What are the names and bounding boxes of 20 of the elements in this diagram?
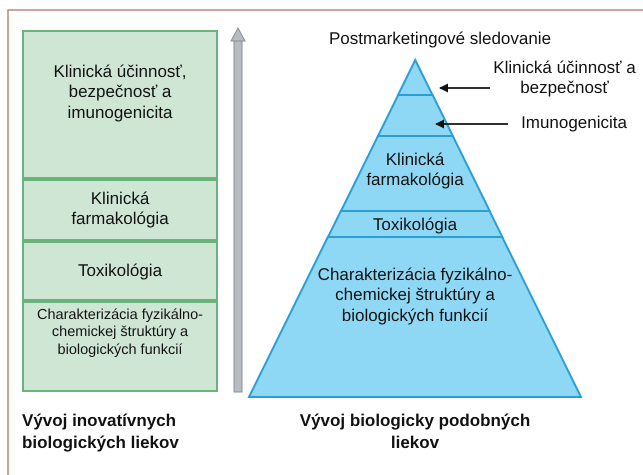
arrow [435,120,508,128]
pyramid-layer [398,60,432,95]
arrow [439,84,490,92]
callout-label: Imunogenicita [510,113,638,135]
stage-label: Toxikológia [76,261,164,282]
stage-label: Klinická farmakológia [365,150,465,191]
stage-box [22,241,218,301]
stage-label: Klinická účinnosť, bezpečnosť a imunogenicita [52,62,188,124]
stage-label: Klinická farmakológia [70,189,170,230]
stage-label: Charakterizácia fyzikálno-chemickej štruktúry a biologických funkcií [36,307,204,360]
pyramid-layer [328,211,502,237]
caption: Vývoj inovatívnych biologických liekov [22,410,180,454]
caption: Vývoj biologicky podobných liekov [298,410,532,454]
stage-label: Charakterizácia fyzikálno-chemickej štruktúry a biologických funkcií [316,265,514,326]
stage-label: Toxikológia [372,215,458,236]
stage-label: Postmarketingové sledovanie [328,28,552,50]
stage-box [22,301,218,392]
callout-label: Klinická účinnosť a bezpečnosť [492,58,637,102]
stage-box [22,30,218,179]
stage-box [22,179,218,241]
